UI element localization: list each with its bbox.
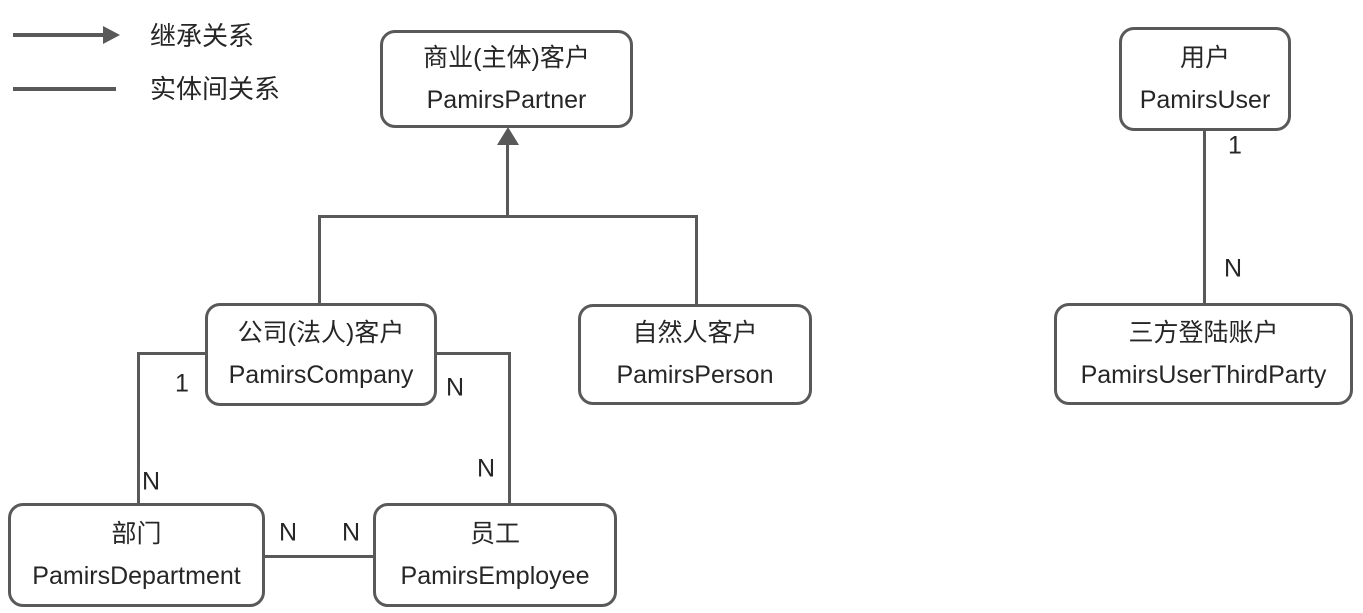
entity-thirdparty-name-en: PamirsUserThirdParty [1080,360,1327,389]
legend-inheritance-arrowhead-icon [103,26,120,44]
cardinality-department-employee-n2: N [339,518,363,547]
inheritance-drop-person-line [695,215,698,306]
user-thirdparty-line [1203,129,1206,305]
entity-pamirs-department: 部门 PamirsDepartment [8,503,265,607]
entity-department-name-cn: 部门 [111,519,162,548]
cardinality-user-thirdparty-1: 1 [1226,131,1244,160]
cardinality-department-employee-n1: N [276,518,300,547]
entity-department-name-en: PamirsDepartment [32,561,241,590]
entity-pamirs-user: 用户 PamirsUser [1119,27,1291,131]
company-department-line-vertical [137,352,140,505]
entity-thirdparty-name-cn: 三方登陆账户 [1128,318,1279,347]
company-employee-line-horizontal [435,352,511,355]
entity-person-name-cn: 自然人客户 [632,319,758,347]
entity-company-name-cn: 公司(法人)客户 [237,319,405,347]
inheritance-bus-line [318,215,698,218]
cardinality-company-employee-n1: N [443,373,467,402]
legend-inheritance-arrow-icon [13,33,104,37]
company-department-line-horizontal [137,352,207,355]
inheritance-arrowhead-icon [497,127,519,145]
legend-relation-line-icon [13,87,116,91]
inheritance-drop-company-line [318,215,321,305]
entity-pamirs-person: 自然人客户 PamirsPerson [578,304,812,405]
entity-partner-name-cn: 商业(主体)客户 [423,43,590,72]
entity-pamirs-user-third-party: 三方登陆账户 PamirsUserThirdParty [1054,303,1353,405]
entity-user-name-en: PamirsUser [1139,85,1271,114]
entity-pamirs-company: 公司(法人)客户 PamirsCompany [205,303,437,406]
legend-relation-label: 实体间关系 [150,74,281,104]
department-employee-line [263,555,375,558]
entity-pamirs-employee: 员工 PamirsEmployee [373,503,617,607]
entity-employee-name-en: PamirsEmployee [400,561,590,590]
cardinality-user-thirdparty-n: N [1221,254,1245,283]
cardinality-company-employee-n2: N [474,454,498,483]
legend-inheritance-label: 继承关系 [150,21,255,51]
cardinality-company-department-1: 1 [173,369,191,398]
entity-partner-name-en: PamirsPartner [426,85,587,114]
inheritance-stem-line [506,142,509,217]
entity-pamirs-partner: 商业(主体)客户 PamirsPartner [380,30,633,128]
entity-company-name-en: PamirsCompany [228,361,414,389]
entity-user-name-cn: 用户 [1179,43,1230,72]
entity-person-name-en: PamirsPerson [616,361,774,389]
entity-employee-name-cn: 员工 [469,519,520,548]
cardinality-company-department-n: N [139,467,163,496]
company-employee-line-vertical [508,352,511,505]
